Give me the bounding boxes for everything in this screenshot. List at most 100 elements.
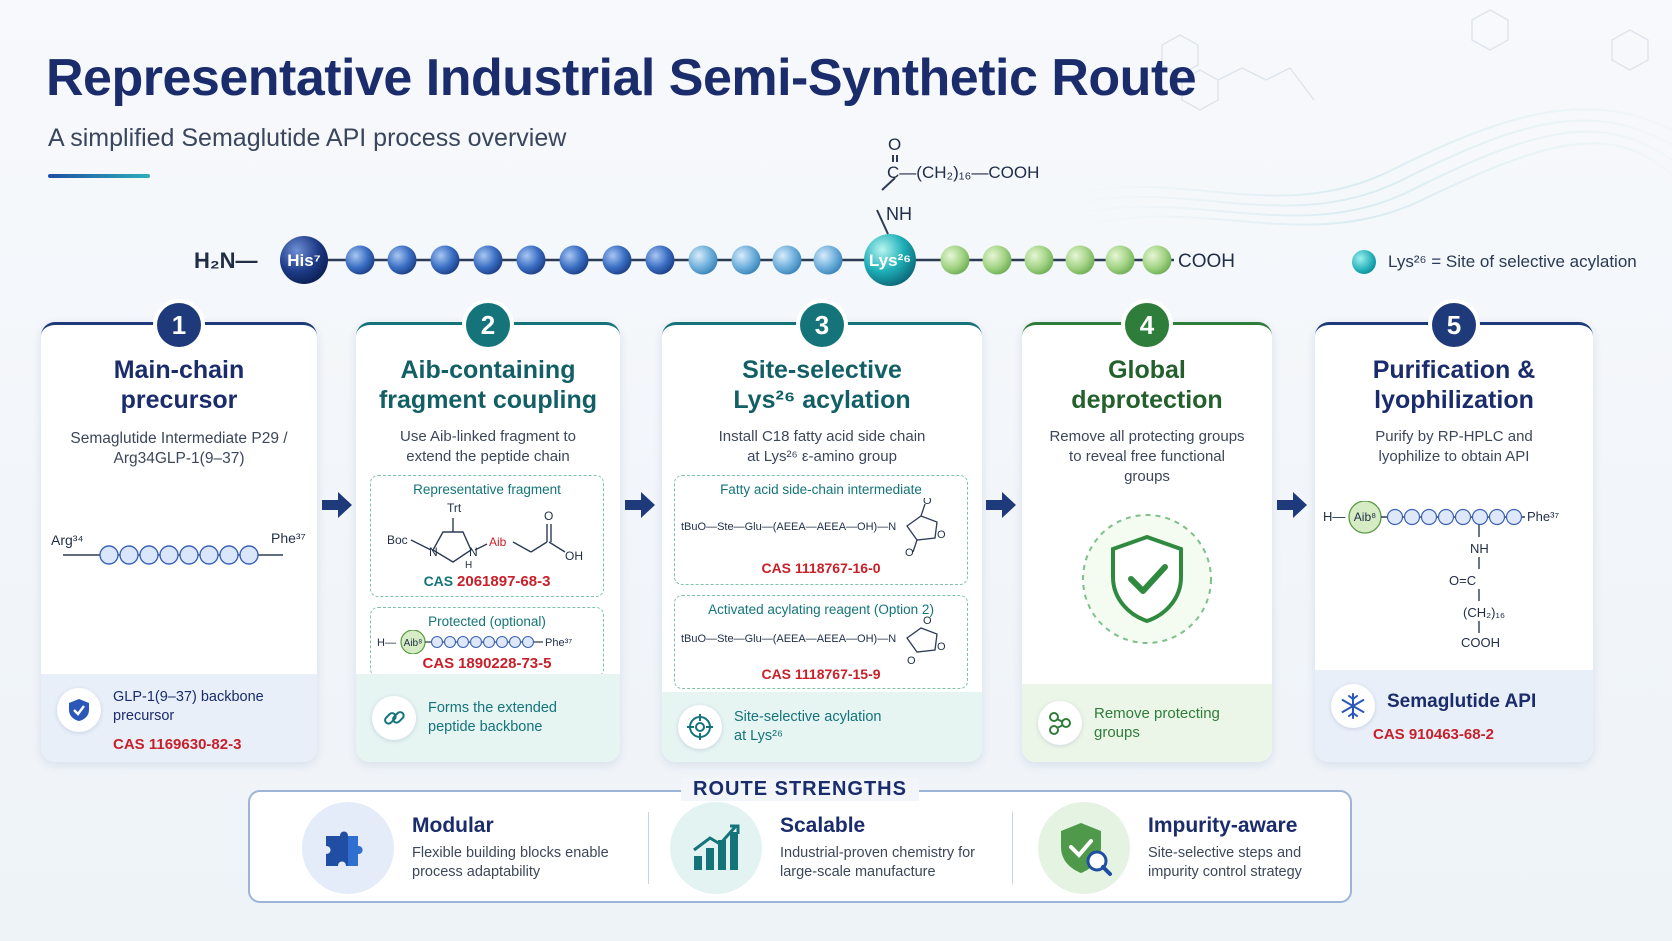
step-2-title-line1: Aib-containing [400,356,576,384]
step-1-cas-number: CAS 1169630-82-3 [113,736,242,753]
page-title: Representative Industrial Semi-Synthetic… [46,49,1197,107]
step-2-number: 2 [466,303,510,347]
residue [1142,245,1172,275]
puzzle-icon [302,802,394,894]
acylating-reagent-structure: tBuO—Ste—Glu—(AEEA—AEEA—OH)—N O O O [681,616,946,664]
arrow-right-icon [986,492,1016,518]
side-chain-nh: NH [886,204,912,224]
step-1-footer-line1: GLP-1(9–37) backbone [113,689,264,705]
step-2-title-line2: fragment coupling [378,386,598,414]
residue [473,245,503,275]
step-3-title-line2: Lys²⁶ acylation [733,386,911,414]
legend: Lys²⁶ = Site of selective acylation [1352,250,1637,274]
desc-line: process adaptability [412,864,541,880]
step-3-description: Install C18 fatty acid side chain at Lys… [676,427,968,467]
target-icon [678,705,722,749]
desc-line: Industrial-proven chemistry for [780,845,976,861]
strength-scalable-title: Scalable [780,814,866,837]
fatty-acid-formula: tBuO—Ste—Glu—(AEEA—AEEA—OH)—N [681,521,896,533]
aib-label: Aib [489,535,507,549]
step-5-footer-text: Semaglutide API CAS 910463-68-2 [1373,684,1536,744]
strength-modular: Modular Flexible building blocks enable … [302,800,609,896]
strength-scalable-desc: Industrial-proven chemistry for large-sc… [780,844,975,882]
desc-line: impurity control strategy [1148,864,1302,880]
step-4-desc-line1: Remove all protecting groups [1049,428,1245,445]
arrow-right-icon [322,492,352,518]
step-4-title: Global deprotection [1022,355,1272,415]
h-label: H— [1323,509,1345,524]
step-1-title: Main-chain precursor [41,355,317,415]
lys26-label: Lys²⁶ [869,251,911,270]
step-3-box1-title: Fatty acid side-chain intermediate [720,482,922,497]
residue [688,245,718,275]
step-5-desc-line2: lyophilize to obtain API [1378,448,1530,465]
boc-label: Boc [387,533,408,547]
step-2-title: Aib-containing fragment coupling [356,355,620,415]
desc-line: large-scale manufacture [780,864,936,880]
step-1-description: Semaglutide Intermediate P29 / Arg34GLP-… [55,429,303,469]
cas-number: 2061897-68-3 [457,573,551,590]
link-icon [372,696,416,740]
step-4-desc-line2: to reveal free functional [1069,448,1225,465]
svg-text:O: O [923,616,932,627]
his7-label: His⁷ [287,251,320,270]
strength-modular-desc: Flexible building blocks enable process … [412,844,609,882]
phe37-label: Phe³⁷ [1527,509,1559,524]
step-2-footer-line1: Forms the extended [428,700,557,716]
side-chain-ch2: (CH₂)₁₆ [1463,605,1505,620]
residue [1024,245,1054,275]
step-3-footer-line1: Site-selective acylation [734,709,882,725]
step-3-box2-cas: CAS 1118767-15-9 [761,666,881,682]
step-4-footer-line2: groups [1094,724,1140,741]
strength-modular-title: Modular [412,814,494,837]
step-5-title: Purification & lyophilization [1315,355,1593,415]
step-2-footer: Forms the extended peptide backbone [356,674,620,762]
residue [772,245,802,275]
cas-label: CAS [423,573,454,589]
desc-line: Site-selective steps and [1148,845,1302,861]
step-5-title-line2: lyophilization [1374,386,1534,414]
title-underline [48,174,150,178]
step-2-box1-cas: CAS 2061897-68-3 [371,573,603,590]
residue [345,245,375,275]
step-3-footer: Site-selective acylation at Lys²⁶ [662,692,982,762]
step-4-desc-line3: groups [1124,468,1170,485]
step-2-protected-box: Protected (optional) H— Aib⁸ Phe³⁷ CAS 1… [370,607,604,677]
legend-lys-marker [1352,250,1376,274]
strength-scalable-text: Scalable Industrial-proven chemistry for… [780,814,975,882]
step-3-desc-line2: at Lys²⁶ ε-amino group [747,448,897,465]
residue [1105,245,1135,275]
side-chain-formula: C—(CH₂)₁₆—COOH [887,163,1039,182]
aib8-label: Aib⁸ [404,638,423,649]
step-3-footer-text: Site-selective acylation at Lys²⁶ [734,708,882,746]
step-2-desc-line1: Use Aib-linked fragment to [400,428,576,445]
svg-text:O: O [937,529,946,541]
step-4-footer-line1: Remove protecting [1094,705,1220,722]
step-2-box2-cas: CAS 1890228-73-5 [371,655,603,672]
residue [1065,245,1095,275]
step-2-desc-line2: extend the peptide chain [406,448,570,465]
step-1-title-line2: precursor [120,386,238,414]
step-3-box1-cas: CAS 1118767-16-0 [761,560,881,576]
step-2-representative-fragment-box: Representative fragment Trt Boc N N H Ai… [370,475,604,597]
cas-label: CAS [422,655,455,672]
arg34-label: Arg³⁴ [51,532,83,548]
step-1-desc-line2: Arg34GLP-1(9–37) [113,450,245,467]
step-1-number: 1 [157,303,201,347]
step-4-title-line1: Global [1108,356,1186,384]
side-chain-co: O=C [1449,573,1476,588]
phe37-label: Phe³⁷ [271,530,306,546]
strength-scalable: Scalable Industrial-proven chemistry for… [670,800,975,896]
step-3-fatty-acid-box: Fatty acid side-chain intermediate tBuO—… [674,475,968,585]
step-3-title-line1: Site-selective [742,356,902,384]
side-chain-nh: NH [1470,541,1489,556]
step-5-card: 5 Purification & lyophilization Purify b… [1315,303,1593,762]
phe37-label: Phe³⁷ [545,637,572,649]
chain-residues [280,234,1172,286]
shield-check-icon [57,688,101,732]
step-5-desc-line1: Purify by RP-HPLC and [1375,428,1533,445]
step-5-title-line1: Purification & [1372,356,1536,384]
trt-label: Trt [447,501,462,515]
strength-impurity-aware: Impurity-aware Site-selective steps and … [1038,800,1302,896]
